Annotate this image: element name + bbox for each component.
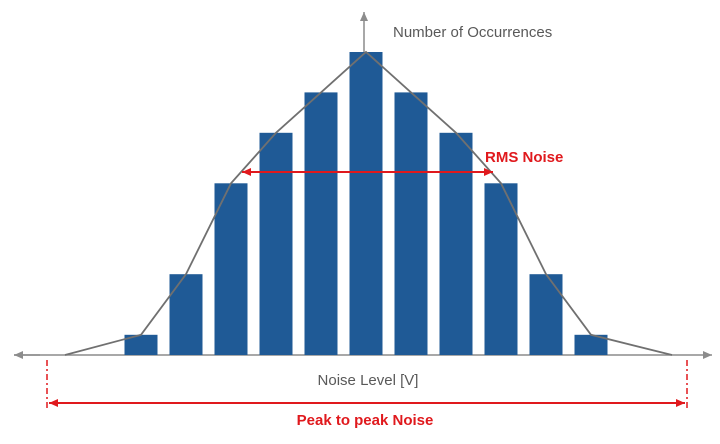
bar-7 xyxy=(394,92,428,356)
y-axis-label: Number of Occurrences xyxy=(393,24,552,41)
bar-6 xyxy=(349,52,383,355)
bar-1 xyxy=(124,334,158,355)
gaussian-curve xyxy=(64,50,673,356)
bar-11 xyxy=(574,334,608,355)
rms-noise-label: RMS Noise xyxy=(485,149,563,166)
x-axis-label: Noise Level [V] xyxy=(318,372,419,389)
bar-10 xyxy=(529,274,563,355)
bar-4 xyxy=(259,132,293,355)
bar-2 xyxy=(169,274,203,355)
bar-3 xyxy=(214,183,248,355)
bar-series xyxy=(124,52,608,356)
bar-9 xyxy=(484,183,518,355)
peak-to-peak-label: Peak to peak Noise xyxy=(297,412,434,429)
bar-5 xyxy=(304,92,338,356)
bar-8 xyxy=(439,132,473,355)
